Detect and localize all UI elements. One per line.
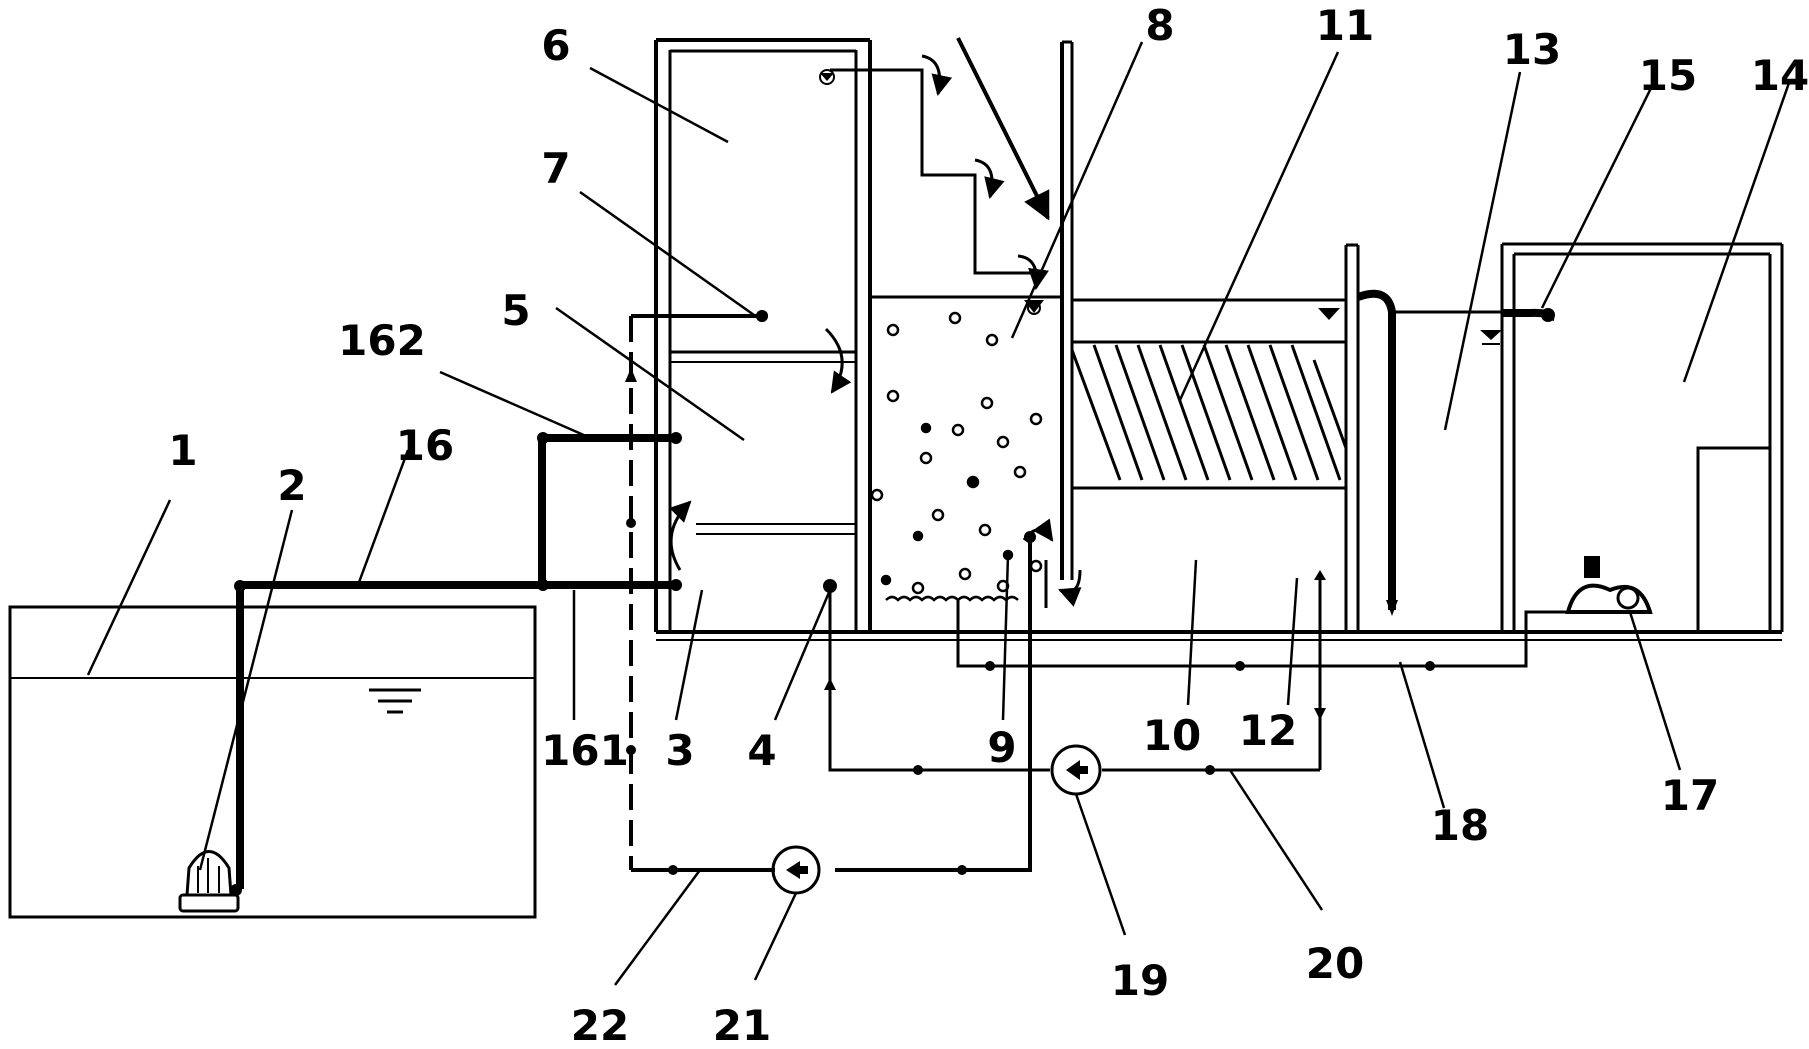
label-6: 6 bbox=[541, 21, 570, 70]
settling-tank bbox=[1070, 243, 1360, 770]
label-162: 162 bbox=[338, 316, 426, 365]
label-5: 5 bbox=[501, 286, 530, 335]
label-14: 14 bbox=[1751, 51, 1809, 100]
label-21: 21 bbox=[713, 1001, 771, 1049]
label-2: 2 bbox=[277, 461, 306, 510]
label-3: 3 bbox=[665, 726, 694, 775]
label-9: 9 bbox=[987, 723, 1016, 772]
label-13: 13 bbox=[1503, 25, 1561, 74]
sludge-pump-19 bbox=[1050, 744, 1102, 796]
overflow-downpipe bbox=[1356, 289, 1520, 616]
label-17: 17 bbox=[1661, 771, 1719, 820]
backwash-pump bbox=[1565, 556, 1653, 614]
label-7: 7 bbox=[541, 144, 570, 193]
label-4: 4 bbox=[747, 726, 776, 775]
label-16: 16 bbox=[396, 421, 454, 470]
inclined-plates bbox=[1070, 344, 1348, 481]
label-1: 1 bbox=[168, 426, 197, 475]
label-11: 11 bbox=[1316, 1, 1374, 50]
fluidized-bed-column bbox=[870, 40, 1082, 608]
component-labels: 1 2 3 4 5 6 7 8 9 10 11 12 13 14 15 16 1… bbox=[168, 1, 1809, 1049]
label-18: 18 bbox=[1431, 801, 1489, 850]
raw-water-tank bbox=[8, 605, 537, 919]
leader-lines bbox=[86, 41, 1792, 986]
label-8: 8 bbox=[1145, 1, 1174, 50]
label-19: 19 bbox=[1111, 956, 1169, 1005]
label-22: 22 bbox=[571, 1001, 629, 1049]
water-level-symbol bbox=[369, 688, 421, 714]
submersible-pump bbox=[178, 850, 240, 913]
inlet-pipe bbox=[230, 432, 682, 896]
backwash-line-18 bbox=[956, 600, 1568, 671]
recirculation-pump-21 bbox=[771, 845, 821, 895]
sludge-return-line-20 bbox=[823, 579, 1320, 775]
label-20: 20 bbox=[1306, 939, 1364, 988]
reactor-tower bbox=[654, 38, 872, 632]
label-10: 10 bbox=[1143, 711, 1201, 760]
label-15: 15 bbox=[1639, 51, 1697, 100]
label-12: 12 bbox=[1239, 706, 1297, 755]
label-161: 161 bbox=[541, 726, 629, 775]
carrier-media bbox=[870, 311, 1043, 595]
overflow-channel bbox=[830, 37, 1050, 291]
